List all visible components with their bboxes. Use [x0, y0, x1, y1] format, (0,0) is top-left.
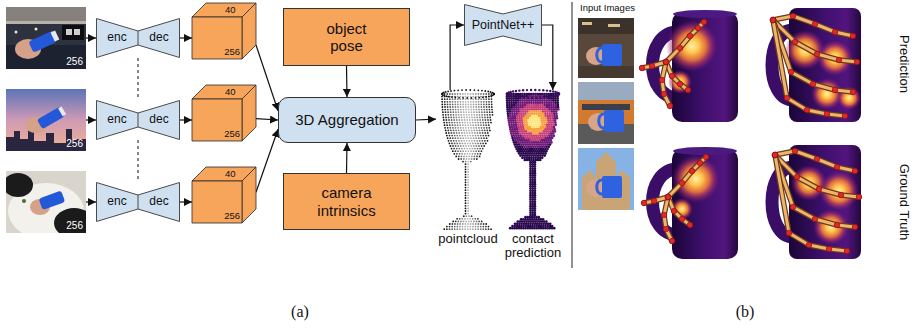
input-box: camera intrinsics [283, 173, 410, 230]
arrow [346, 66, 348, 97]
arrow [256, 45, 278, 111]
panel-heading: Input Images [580, 3, 635, 14]
arrow [346, 143, 348, 173]
feature-volume: 40 256 [192, 85, 256, 141]
shared-weights-link [138, 140, 139, 182]
figure-label: contact prediction [500, 232, 566, 261]
shared-weights-link [138, 58, 139, 100]
process-box: 3D Aggregation [278, 97, 416, 143]
box-label: object pose [311, 20, 383, 55]
input-box: object pose [283, 8, 410, 66]
network-label: PointNet++ [464, 18, 542, 32]
arrow [86, 37, 96, 38]
size-label: 256 [224, 46, 240, 57]
size-label: 256 [66, 138, 83, 150]
box-label: camera intrinsics [311, 184, 383, 219]
decoder-label: dec [138, 31, 180, 45]
size-label: 256 [66, 220, 83, 232]
input-image: 256 [6, 89, 86, 151]
pointcloud-figure: contact prediction [500, 90, 566, 262]
cube-shape [192, 3, 256, 59]
network-block: PointNet++ [464, 4, 542, 46]
encoder-label: enc [96, 113, 138, 127]
arrow [256, 119, 278, 120]
decoder-label: dec [138, 113, 180, 127]
encoder-label: enc [96, 195, 138, 209]
depth-label: 40 [225, 86, 236, 97]
encoder-decoder: encdec [96, 18, 180, 58]
encoder-decoder: encdec [96, 182, 180, 222]
arrow [542, 25, 553, 90]
arrow [416, 119, 436, 121]
feature-volume: 40 256 [192, 3, 256, 59]
panel-label: (a) [291, 303, 309, 321]
size-label: 256 [224, 210, 240, 221]
pointcloud-figure: pointcloud [436, 90, 500, 262]
input-image: 256 [6, 7, 86, 69]
arrow [86, 201, 96, 202]
encoder-label: enc [96, 31, 138, 45]
row-title: Prediction [897, 35, 912, 93]
arrow [450, 25, 464, 90]
feature-volume: 40 256 [192, 167, 256, 223]
box-label: 3D Aggregation [295, 111, 398, 128]
arrow [86, 119, 96, 120]
size-label: 256 [66, 56, 83, 68]
input-image: 256 [6, 171, 86, 233]
cube-shape [192, 85, 256, 141]
depth-label: 40 [225, 4, 236, 15]
row-title: Ground Truth [897, 164, 912, 241]
encoder-decoder: encdec [96, 100, 180, 140]
arrow [180, 37, 192, 38]
arrow [256, 129, 278, 192]
figure-label: pointcloud [438, 232, 497, 246]
arrow [180, 201, 192, 202]
decoder-label: dec [138, 195, 180, 209]
depth-label: 40 [225, 168, 236, 179]
arrow [180, 119, 192, 120]
cube-shape [192, 167, 256, 223]
panel-label: (b) [736, 303, 755, 321]
size-label: 256 [224, 128, 240, 139]
